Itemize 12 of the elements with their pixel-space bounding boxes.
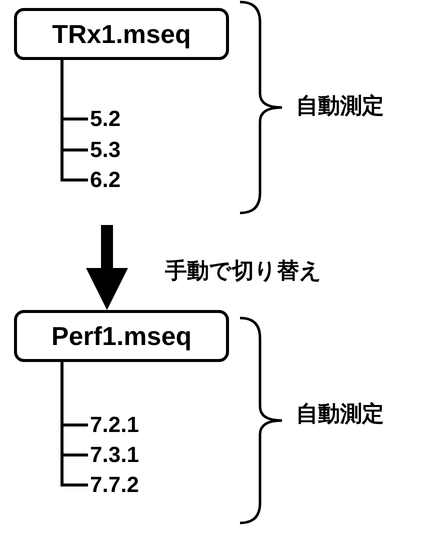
item-text: 6.2: [90, 167, 140, 193]
item-text: 7.7.2: [90, 472, 160, 498]
item-text: 5.2: [90, 106, 140, 132]
item-text: 7.2.1: [90, 412, 160, 438]
brace-label: 自動測定: [296, 93, 384, 121]
item-text: 7.3.1: [90, 442, 160, 468]
item-text: 5.3: [90, 137, 140, 163]
down-arrow: [86, 225, 128, 310]
edge-label: 手動で切り替え: [165, 258, 322, 286]
file-box: TRx1.mseq: [14, 8, 229, 60]
brace-label: 自動測定: [296, 401, 384, 429]
file-box: Perf1.mseq: [14, 310, 229, 362]
